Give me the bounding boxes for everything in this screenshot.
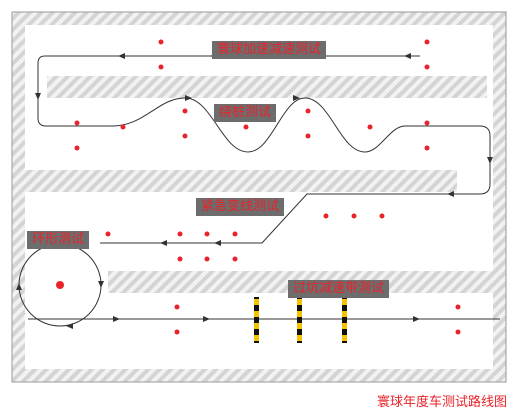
cone — [243, 124, 249, 130]
cone — [120, 124, 126, 130]
cone — [455, 329, 461, 335]
cone — [367, 124, 373, 130]
speed-bump-2 — [297, 297, 302, 343]
label-accel-brake-test: 寰球加速减速测试 — [212, 41, 327, 59]
cone — [182, 133, 188, 139]
barrier-2 — [25, 170, 457, 192]
label-lane-change-test: 紧急变线测试 — [196, 198, 285, 216]
cone — [177, 231, 183, 237]
cone — [182, 108, 188, 114]
cone — [305, 108, 311, 114]
cone — [424, 39, 430, 45]
arrow — [160, 240, 167, 246]
arrow — [214, 240, 221, 246]
cone — [455, 304, 461, 310]
cone-center — [56, 281, 64, 289]
cone — [74, 120, 80, 126]
cone — [379, 213, 385, 219]
cone — [351, 213, 357, 219]
cone — [424, 145, 430, 151]
diagram-caption: 寰球年度车测试路线图 — [376, 395, 507, 410]
cone — [158, 39, 164, 45]
label-circle-test: 环形测试 — [27, 231, 90, 249]
cone — [204, 231, 210, 237]
cone — [232, 256, 238, 262]
label-slalom-test: 绕桩测试 — [214, 104, 277, 122]
barrier-1 — [47, 76, 487, 98]
arrow — [487, 157, 493, 164]
arrow — [113, 316, 120, 322]
arrow — [413, 316, 420, 322]
cone — [74, 145, 80, 151]
arrow — [447, 191, 454, 197]
arrow — [203, 316, 210, 322]
speed-bump-1 — [254, 297, 259, 343]
arrow — [35, 93, 41, 100]
speed-bump-3 — [342, 297, 347, 343]
speed-bumps — [254, 297, 347, 343]
arrow — [185, 95, 192, 101]
cone — [204, 256, 210, 262]
cone — [174, 329, 180, 335]
cone — [174, 304, 180, 310]
cone — [424, 64, 430, 70]
cone — [323, 213, 329, 219]
cone — [305, 133, 311, 139]
arrow — [118, 53, 125, 59]
arrow — [66, 323, 73, 329]
cone — [105, 231, 111, 237]
cone — [232, 231, 238, 237]
label-rough-road-test: 过坑减速带测试 — [288, 280, 390, 298]
arrow — [98, 281, 104, 288]
cone — [424, 120, 430, 126]
arrow — [293, 95, 300, 101]
route-line — [37, 55, 491, 244]
cone — [158, 64, 164, 70]
cone — [177, 256, 183, 262]
arrow — [404, 53, 411, 59]
cones — [56, 39, 461, 335]
arrow — [16, 283, 22, 290]
inner-barriers — [25, 76, 493, 293]
